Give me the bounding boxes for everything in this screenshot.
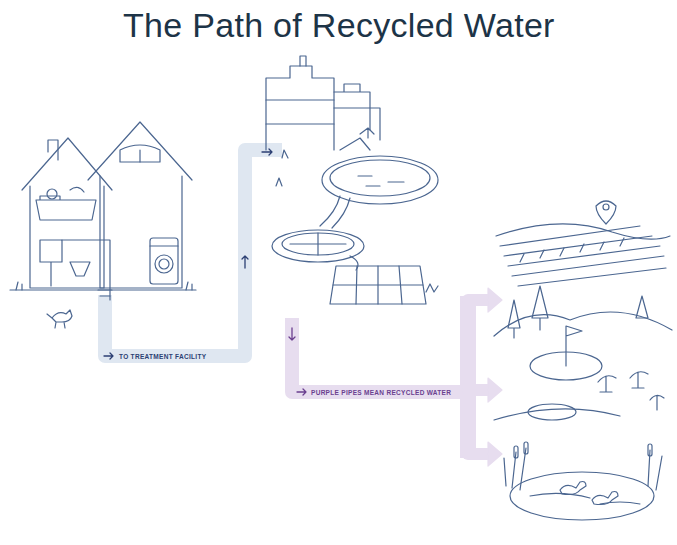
diagram-title: The Path of Recycled Water	[123, 6, 555, 45]
pipe-label: PURPLE PIPES MEAN RECYCLED WATER	[309, 388, 453, 397]
pipe-label: TO TREATMENT FACILITY	[117, 352, 208, 361]
